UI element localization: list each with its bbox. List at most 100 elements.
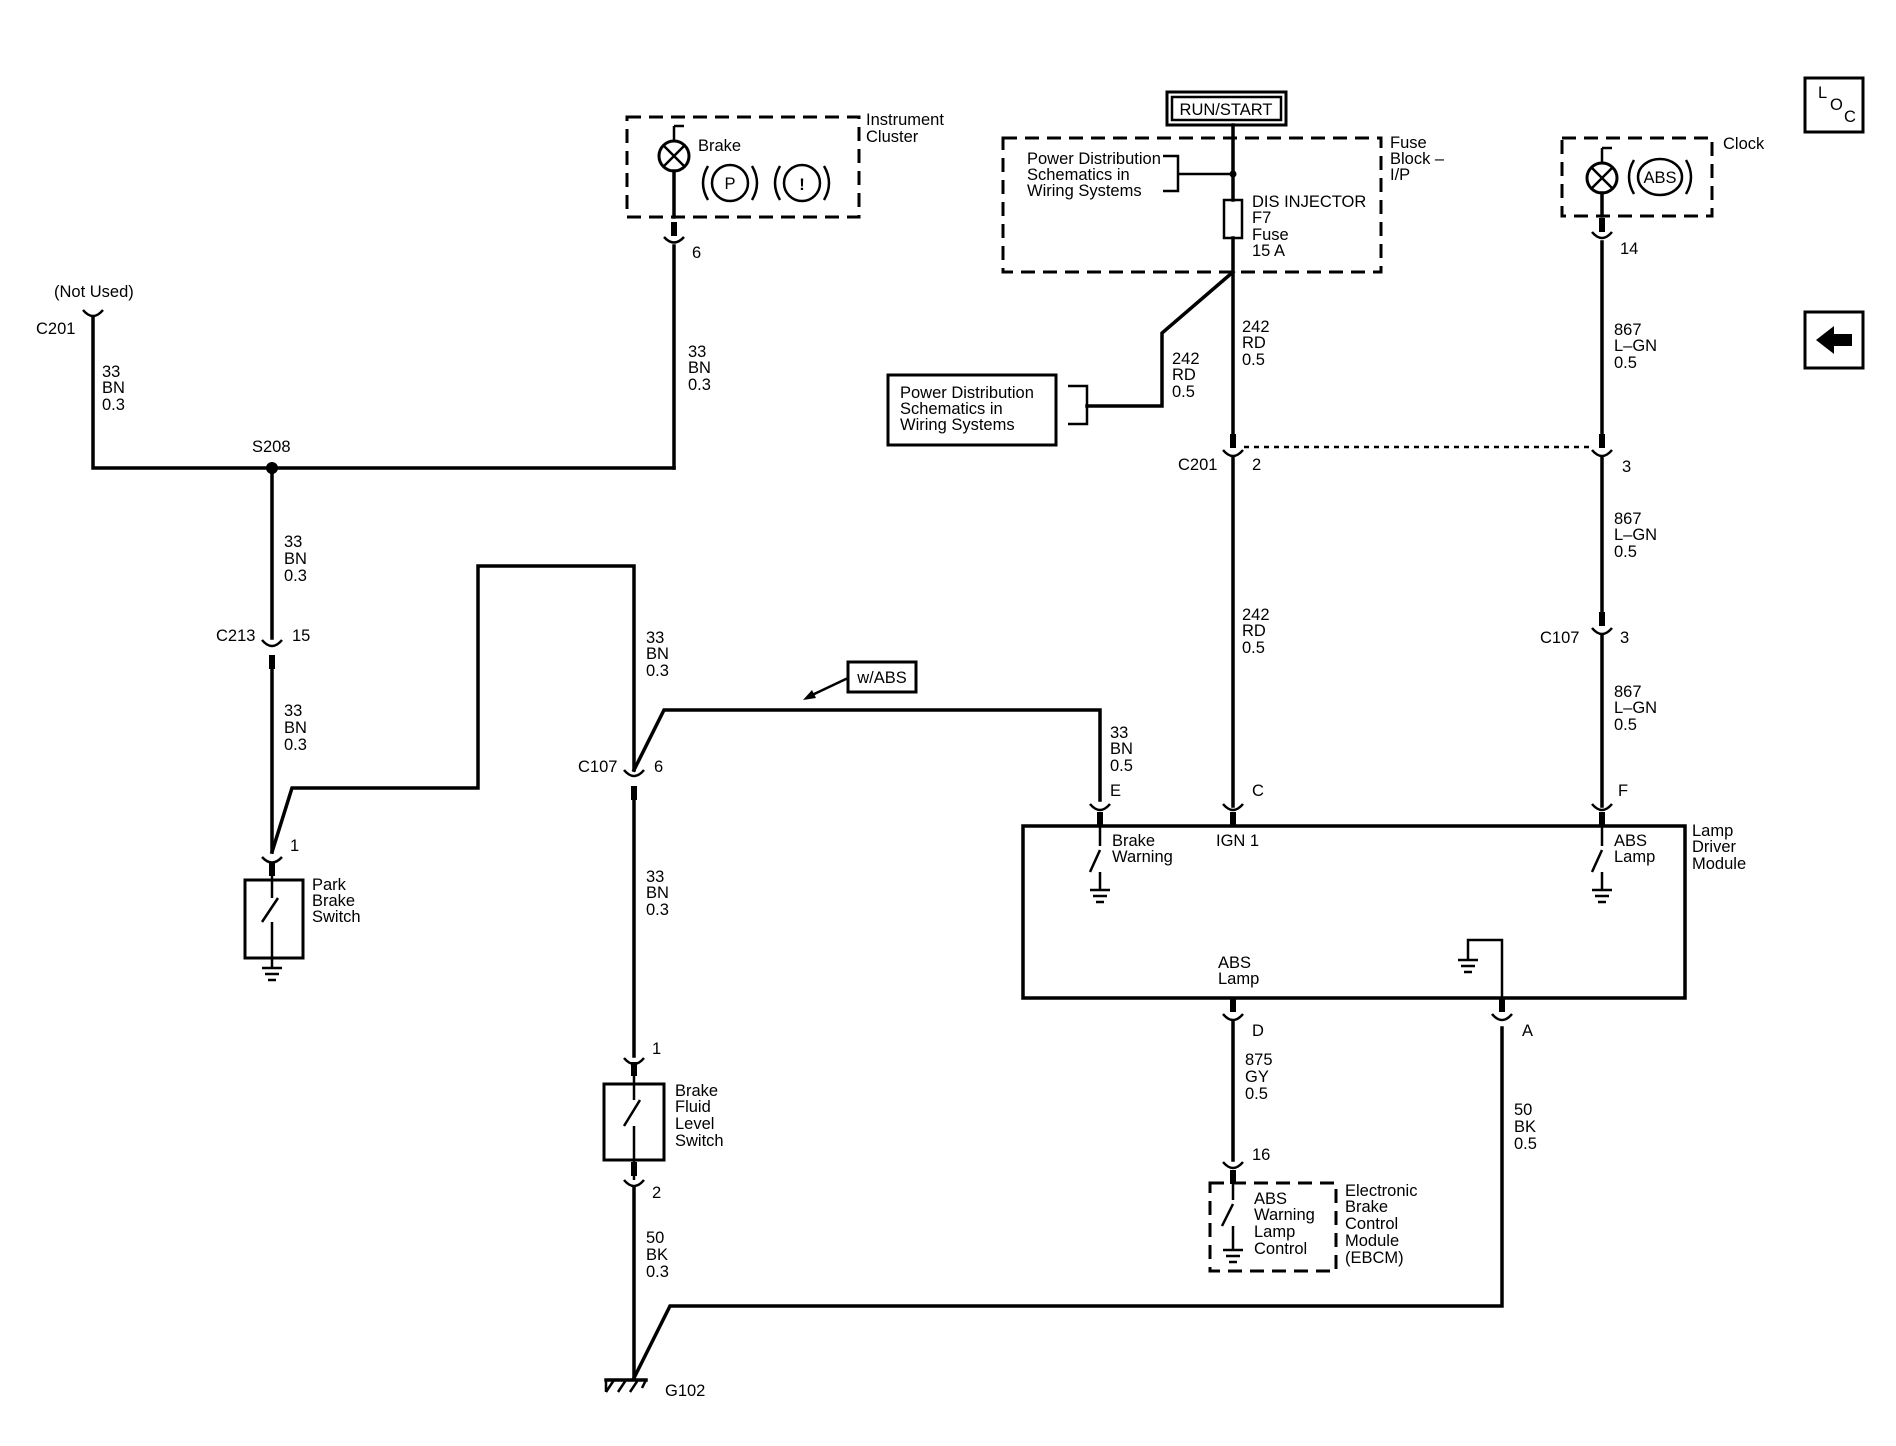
pds-text: Wiring Systems (1027, 182, 1142, 200)
wire-33-label: 33 BN 0.3 (646, 868, 669, 919)
pds-text: Schematics in (1027, 166, 1130, 184)
pin-d-label: D (1252, 1022, 1264, 1040)
svg-text:L–GN: L–GN (1614, 526, 1657, 544)
svg-text:867: 867 (1614, 321, 1642, 339)
abs-lamp-bottom-label: Lamp (1218, 970, 1259, 988)
fuse-label: 15 A (1252, 242, 1285, 260)
fuse-block-title: I/P (1390, 166, 1410, 184)
connector-c213 (261, 639, 283, 669)
clock-module: Clock ABS (1560, 135, 1765, 218)
connector-c201-left (82, 309, 104, 318)
ebcm-inner-label: Warning (1254, 1206, 1315, 1224)
svg-text:33: 33 (1110, 724, 1128, 742)
fluid-switch-pin: 2 (652, 1184, 661, 1202)
svg-text:0.3: 0.3 (646, 662, 669, 680)
ign1-label: IGN 1 (1216, 832, 1259, 850)
run-start-box: RUN/START (1165, 90, 1288, 127)
back-button[interactable] (1803, 310, 1865, 370)
ebcm-title: Module (1345, 1232, 1399, 1250)
ebcm-pin-label: 16 (1252, 1146, 1270, 1164)
fuse-block-ip: Fuse Block – I/P Power Distribution Sche… (1001, 134, 1445, 274)
pin-c-label: C (1252, 782, 1264, 800)
s208-label: S208 (252, 438, 291, 456)
wire-242-label: 242 RD 0.5 (1242, 606, 1270, 657)
svg-text:0.5: 0.5 (1245, 1085, 1268, 1103)
loc-letter-o: O (1830, 96, 1843, 114)
c107-label: C107 (578, 758, 617, 776)
ebcm-inner-label: Control (1254, 1240, 1307, 1258)
c201-pin-2-label: 2 (1252, 456, 1261, 474)
lamp-driver-module: Lamp Driver Module E Brake Warning C IGN… (1021, 782, 1746, 1040)
connector-clock-pin (1591, 218, 1613, 240)
w-abs-label: w/ABS (856, 669, 907, 687)
svg-text:RD: RD (1242, 334, 1266, 352)
ebcm-inner-label: ABS (1254, 1190, 1287, 1208)
svg-text:50: 50 (646, 1229, 664, 1247)
svg-text:0.5: 0.5 (1242, 639, 1265, 657)
c213-pin-label: 15 (292, 627, 310, 645)
svg-text:RD: RD (1172, 366, 1196, 384)
instrument-cluster: Instrument Cluster Brake P ! (625, 111, 944, 219)
wire-33-label: 33 BN 0.3 (102, 363, 125, 414)
wire-33-label: 33 BN 0.3 (646, 629, 669, 680)
brake-lamp-icon (657, 139, 691, 173)
svg-text:0.5: 0.5 (1614, 354, 1637, 372)
wire-242-label: 242 RD 0.5 (1172, 350, 1200, 401)
connector-c201-pin-3 (1591, 449, 1613, 458)
lamp-driver-title: Lamp (1692, 822, 1733, 840)
cluster-title: Cluster (866, 128, 919, 146)
ground-g102: G102 (604, 1378, 705, 1400)
svg-text:BN: BN (102, 379, 125, 397)
svg-text:0.3: 0.3 (284, 567, 307, 585)
svg-text:0.5: 0.5 (1514, 1135, 1537, 1153)
left-arrow-icon (1816, 326, 1852, 354)
abs-symbol-icon: ABS (1627, 157, 1693, 197)
svg-text:33: 33 (688, 343, 706, 361)
svg-text:242: 242 (1172, 350, 1200, 368)
cluster-pin-label: 6 (692, 244, 701, 262)
svg-text:0.3: 0.3 (646, 901, 669, 919)
fuse-label: DIS INJECTOR (1252, 193, 1366, 211)
svg-text:0.3: 0.3 (284, 736, 307, 754)
loc-button[interactable]: L O C (1803, 76, 1865, 134)
fuse-f7: DIS INJECTOR F7 Fuse 15 A (1222, 193, 1366, 260)
fuse-block-title: Fuse (1390, 134, 1427, 152)
connector-c107-right (1591, 612, 1613, 636)
fluid-switch-label: Brake (675, 1082, 718, 1100)
svg-text:50: 50 (1514, 1101, 1532, 1119)
c201-left-label: C201 (36, 320, 75, 338)
brake-lamp-label: Brake (698, 137, 741, 155)
pds-text: Power Distribution (1027, 150, 1161, 168)
svg-text:BN: BN (688, 359, 711, 377)
svg-text:L–GN: L–GN (1614, 337, 1657, 355)
brake-fluid-level-switch: 1 2 Brake Fluid Level Switch (602, 1040, 724, 1202)
wire-33-label: 33 BN 0.3 (284, 533, 307, 585)
c201-pin-3-label: 3 (1622, 458, 1631, 476)
fuse-block-title: Block – (1390, 150, 1445, 168)
svg-text:BN: BN (646, 884, 669, 902)
svg-text:0.3: 0.3 (102, 396, 125, 414)
abs-lamp-label: Lamp (1614, 848, 1655, 866)
svg-text:BN: BN (284, 719, 307, 737)
brake-warning-label: Brake (1112, 832, 1155, 850)
fuse-label: Fuse (1252, 226, 1289, 244)
wire-867-label: 867 L–GN 0.5 (1614, 321, 1657, 372)
c107-pin-label: 6 (654, 758, 663, 776)
svg-text:242: 242 (1242, 606, 1270, 624)
svg-text:BK: BK (1514, 1118, 1536, 1136)
park-brake-pin: 1 (290, 837, 299, 855)
svg-text:BN: BN (646, 645, 669, 663)
svg-text:0.5: 0.5 (1614, 716, 1637, 734)
svg-text:BK: BK (646, 1246, 668, 1264)
c201-right-label: C201 (1178, 456, 1217, 474)
wire-33-label: 33 BN 0.3 (688, 343, 711, 394)
svg-text:33: 33 (102, 363, 120, 381)
pin-a-label: A (1522, 1022, 1533, 1040)
park-brake-label: Brake (312, 892, 355, 910)
pds-box-text: Wiring Systems (900, 416, 1015, 434)
svg-text:33: 33 (646, 868, 664, 886)
svg-text:RD: RD (1242, 622, 1266, 640)
fluid-switch-label: Fluid (675, 1098, 711, 1116)
loc-letter-l: L (1818, 84, 1827, 102)
